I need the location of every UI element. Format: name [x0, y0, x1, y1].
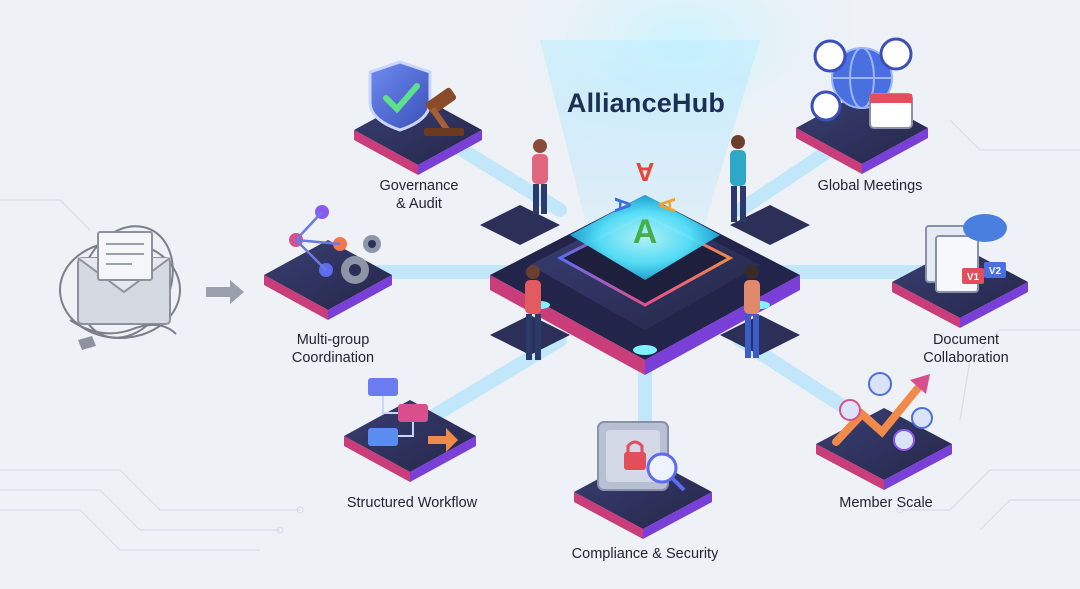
- label-governance-line1: Governance: [379, 178, 459, 194]
- version-v2-label: V2: [989, 266, 1002, 277]
- globe-clocks-icon: [810, 37, 913, 129]
- label-multigroup-line2: Coordination: [291, 350, 375, 366]
- people-illustration: [525, 135, 760, 360]
- label-multigroup-line1: Multi-group: [296, 332, 370, 348]
- label-multigroup: Multi-group Coordination: [292, 331, 374, 367]
- version-v1-label: V1: [967, 272, 980, 283]
- flowchart-icon: [368, 378, 458, 452]
- person-bottom-left: [525, 265, 541, 360]
- label-document-line1: Document: [932, 332, 1000, 348]
- label-compliance: Compliance & Security: [572, 545, 719, 563]
- label-document-line2: Collaboration: [923, 350, 1009, 366]
- node-multigroup: [264, 205, 392, 320]
- node-member: [816, 372, 952, 490]
- node-governance: [354, 60, 482, 175]
- label-compliance-line1: Compliance & Security: [571, 546, 719, 562]
- arrow-right-icon: [206, 280, 244, 304]
- label-document: Document Collaboration: [923, 331, 1008, 367]
- brand-title: AllianceHub: [566, 88, 726, 118]
- person-top-right: [730, 135, 746, 222]
- svg-text:A: A: [655, 197, 680, 213]
- hub-core: [570, 195, 720, 280]
- label-member-line1: Member Scale: [839, 495, 933, 511]
- growth-people-icon: [832, 372, 933, 451]
- central-hub: [480, 195, 810, 375]
- svg-text:A: A: [610, 197, 635, 213]
- svg-text:A: A: [635, 157, 654, 187]
- circuit-background: [0, 119, 1080, 551]
- hub-logo-icon: A A A A: [610, 157, 680, 251]
- tangled-envelope-icon: [59, 225, 181, 350]
- label-workflow: Structured Workflow: [347, 494, 477, 512]
- label-meetings-line1: Global Meetings: [817, 178, 923, 194]
- network-gears-icon: [289, 205, 381, 284]
- person-top-left: [532, 139, 548, 214]
- label-governance-line2: & Audit: [396, 196, 442, 212]
- label-meetings: Global Meetings: [818, 177, 923, 195]
- label-governance: Governance & Audit: [380, 177, 459, 213]
- node-document: [892, 214, 1028, 328]
- person-bottom-right: [744, 265, 760, 358]
- shield-gavel-icon: [368, 60, 464, 136]
- label-member: Member Scale: [839, 494, 932, 512]
- safe-lock-icon: [597, 421, 686, 492]
- label-workflow-line1: Structured Workflow: [346, 495, 478, 511]
- node-workflow: [344, 378, 476, 482]
- node-meetings: [796, 37, 928, 174]
- node-compliance: [574, 421, 712, 539]
- svg-text:A: A: [633, 213, 658, 251]
- document-versions-icon: [925, 214, 1007, 293]
- central-light-beam: [540, 40, 760, 240]
